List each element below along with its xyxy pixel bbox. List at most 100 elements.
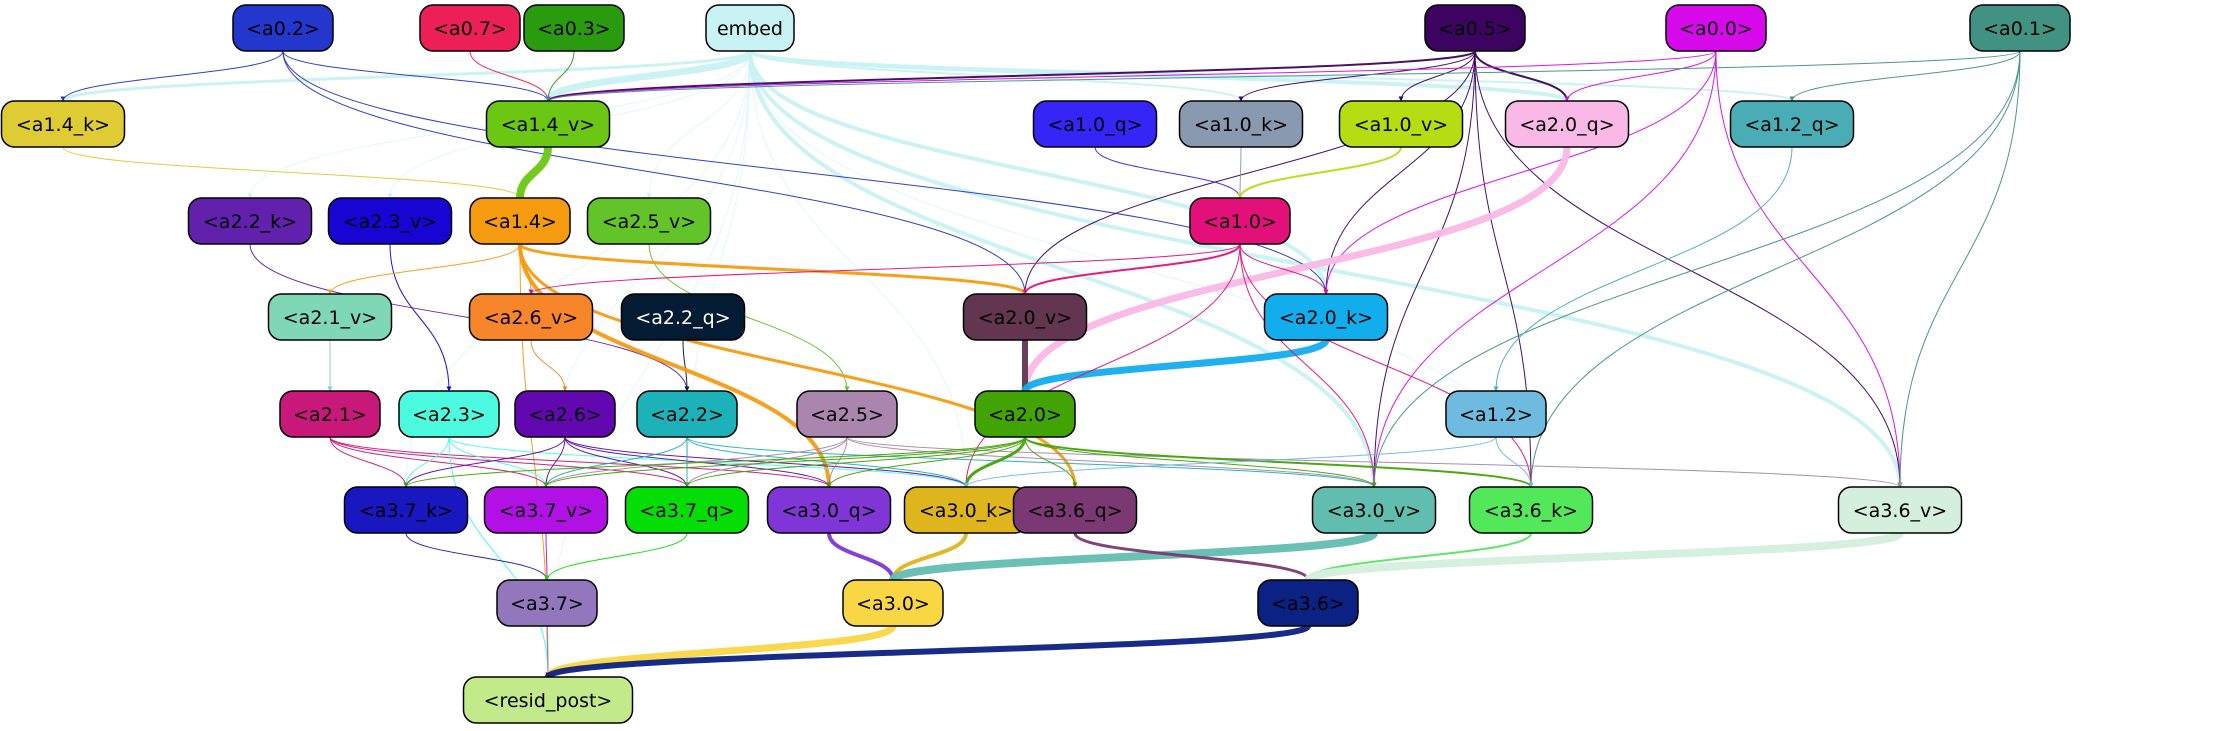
edge-a2-6-to-a3-7-v (543, 436, 566, 488)
node-label-a3-0-v: <a3.0_v> (1327, 500, 1421, 522)
node-box-a1-0 (1189, 197, 1291, 245)
node-a3-0[interactable]: <a3.0> (842, 579, 944, 627)
edge-a1-0-to-a2-0-v (1022, 243, 1241, 295)
edge-a0-0-to-a1-4-v (545, 50, 1717, 102)
node-a3-7-k[interactable]: <a3.7_k> (343, 486, 469, 534)
node-a1-0-k[interactable]: <a1.0_k> (1178, 100, 1304, 148)
node-box-a1-0-v (1338, 100, 1464, 148)
edge-embed-to-a2-5-v (646, 50, 751, 199)
edge-a2-1-to-a3-7-k (329, 436, 409, 488)
node-a2-3[interactable]: <a2.3> (398, 390, 500, 438)
node-box-a0-5 (1424, 4, 1526, 52)
node-resid-post[interactable]: <resid_post> (462, 676, 634, 724)
node-box-a1-0-k (1178, 100, 1304, 148)
node-label-embed: embed (717, 18, 783, 40)
node-a2-5-v[interactable]: <a2.5_v> (586, 197, 712, 245)
node-a1-4-v[interactable]: <a1.4_v> (485, 100, 611, 148)
node-a2-6-v[interactable]: <a2.6_v> (468, 293, 594, 341)
node-label-a1-2: <a1.2> (1459, 404, 1533, 426)
node-a3-0-k[interactable]: <a3.0_k> (903, 486, 1029, 534)
edge-a1-4-to-a3-6-q (518, 243, 1078, 488)
node-a2-6[interactable]: <a2.6> (514, 390, 616, 438)
node-a3-6[interactable]: <a3.6> (1257, 579, 1359, 627)
edge-a1-0-to-a3-0-k (963, 243, 1241, 488)
edge-a0-5-to-a3-6-v (1474, 50, 1903, 488)
node-a2-5[interactable]: <a2.5> (796, 390, 898, 438)
node-label-a1-0-v: <a1.0_v> (1354, 114, 1448, 136)
node-a3-7-v[interactable]: <a3.7_v> (483, 486, 609, 534)
edge-a2-0-to-a3-7-q (684, 436, 1026, 488)
edge-a3-7-k-to-a3-7 (405, 532, 550, 581)
node-a0-3[interactable]: <a0.3> (523, 4, 625, 52)
node-a2-1[interactable]: <a2.1> (279, 390, 381, 438)
node-a2-1-v[interactable]: <a2.1_v> (267, 293, 393, 341)
node-a0-1[interactable]: <a0.1> (1969, 4, 2071, 52)
node-box-resid-post (462, 676, 634, 724)
node-a1-0-q[interactable]: <a1.0_q> (1032, 100, 1158, 148)
node-label-a3-7-k: <a3.7_k> (359, 500, 453, 522)
edge-a2-3-to-resid-post (448, 436, 551, 678)
node-a3-7-q[interactable]: <a3.7_q> (624, 486, 750, 534)
edge-a2-0-to-a3-0-v (1024, 436, 1377, 488)
edge-a0-1-to-a3-6-v (1897, 50, 2021, 488)
node-a2-0-v[interactable]: <a2.0_v> (962, 293, 1088, 341)
node-label-a2-6: <a2.6> (528, 404, 602, 426)
edge-a3-6-to-resid-post (545, 623, 1311, 680)
node-box-a2-0 (974, 390, 1076, 438)
node-a1-2[interactable]: <a1.2> (1445, 390, 1547, 438)
node-a1-2-q[interactable]: <a1.2_q> (1729, 100, 1855, 148)
node-box-a3-0 (842, 579, 944, 627)
node-a2-2[interactable]: <a2.2> (636, 390, 738, 438)
node-a2-0[interactable]: <a2.0> (974, 390, 1076, 438)
node-a3-7[interactable]: <a3.7> (496, 579, 598, 627)
edge-a0-5-to-a3-0-v (1371, 50, 1476, 488)
node-a0-5[interactable]: <a0.5> (1424, 4, 1526, 52)
node-label-a2-0: <a2.0> (988, 404, 1062, 426)
edge-a1-2-to-a3-0-k (963, 436, 1497, 488)
node-label-a0-3: <a0.3> (537, 18, 611, 40)
edge-a0-0-to-a2-0-k (1323, 50, 1717, 295)
node-a3-6-k[interactable]: <a3.6_k> (1468, 486, 1594, 534)
node-a3-6-v[interactable]: <a3.6_v> (1837, 486, 1963, 534)
edge-a2-1-to-a3-0-q (329, 436, 832, 488)
edge-a2-0-to-a3-0-k (963, 436, 1027, 488)
edge-a2-0-to-a3-0-q (826, 436, 1026, 488)
node-a1-4[interactable]: <a1.4> (469, 197, 571, 245)
edge-a2-5-to-a3-7-q (684, 436, 848, 488)
node-label-a1-0-q: <a1.0_q> (1047, 114, 1142, 136)
edge-a2-0-to-a3-6-q (1024, 436, 1078, 488)
node-a2-0-q[interactable]: <a2.0_q> (1504, 100, 1630, 148)
node-a1-4-k[interactable]: <a1.4_k> (0, 100, 126, 148)
node-a2-3-v[interactable]: <a2.3_v> (327, 197, 453, 245)
edge-a0-7-to-a1-4-v (469, 50, 551, 102)
node-label-a3-6: <a3.6> (1271, 593, 1345, 615)
node-label-a1-4-k: <a1.4_k> (16, 114, 110, 136)
edge-a3-7-q-to-a3-7 (544, 532, 688, 581)
node-box-a3-6-v (1837, 486, 1963, 534)
edge-a2-2-k-to-a2-2 (249, 243, 690, 392)
edge-a0-1-to-a3-0-v (1371, 50, 2021, 488)
node-label-a3-7-q: <a3.7_q> (639, 500, 734, 522)
node-a1-0[interactable]: <a1.0> (1189, 197, 1291, 245)
node-box-a2-5-v (586, 197, 712, 245)
node-a3-0-q[interactable]: <a3.0_q> (766, 486, 892, 534)
node-a0-7[interactable]: <a0.7> (419, 4, 521, 52)
node-a3-6-q[interactable]: <a3.6_q> (1012, 486, 1138, 534)
node-box-a0-1 (1969, 4, 2071, 52)
node-a0-0[interactable]: <a0.0> (1665, 4, 1767, 52)
node-embed[interactable]: embed (705, 4, 795, 52)
edge-a3-6-q-to-a3-6 (1073, 532, 1311, 581)
node-a2-0-k[interactable]: <a2.0_k> (1263, 293, 1389, 341)
node-a2-2-k[interactable]: <a2.2_k> (187, 197, 313, 245)
edge-a2-5-to-a3-6-v (846, 436, 1903, 488)
edge-a2-2-to-a3-0-v (686, 436, 1377, 488)
node-box-a3-6-k (1468, 486, 1594, 534)
node-box-a3-6-q (1012, 486, 1138, 534)
node-box-a1-4-k (0, 100, 126, 148)
node-a0-2[interactable]: <a0.2> (232, 4, 334, 52)
node-a3-0-v[interactable]: <a3.0_v> (1311, 486, 1437, 534)
node-a1-0-v[interactable]: <a1.0_v> (1338, 100, 1464, 148)
node-a2-2-q[interactable]: <a2.2_q> (620, 293, 746, 341)
node-label-a2-5: <a2.5> (810, 404, 884, 426)
